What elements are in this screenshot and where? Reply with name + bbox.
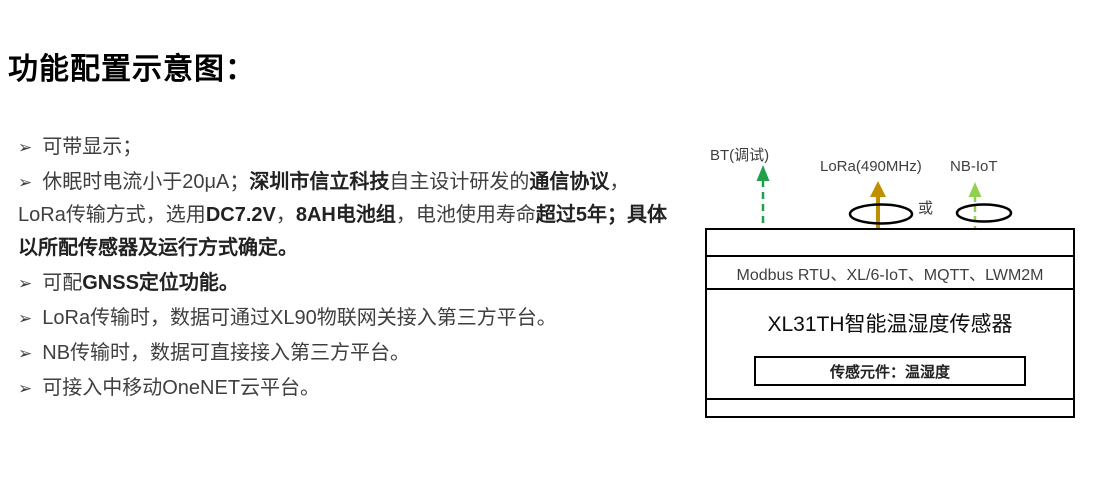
page-title: 功能配置示意图： [8,52,256,87]
bullet-arrow-icon: ➢ [18,309,33,328]
bullet-text: 可接入中移动OneNET云平台。 [42,377,321,399]
or-label: 或 [918,200,934,217]
device-top-strip [707,230,1073,257]
bullet-arrow-icon: ➢ [18,138,33,157]
bullet-arrow-icon: ➢ [18,173,33,192]
list-item: ➢ 可配GNSS定位功能。 [18,267,668,300]
list-item: ➢ NB传输时，数据可直接接入第三方平台。 [18,337,668,370]
nb-iot-label: NB-IoT [950,158,998,175]
bullet-text: LoRa传输时，数据可通过XL90物联网关接入第三方平台。 [42,307,557,329]
bt-debug-label: BT(调试) [710,147,770,164]
list-item: ➢ 可带显示； [18,131,668,164]
bullet-arrow-icon: ➢ [18,379,33,398]
bullet-text: NB传输时，数据可直接接入第三方平台。 [42,342,411,364]
device-diagram-box: Modbus RTU、XL/6-IoT、MQTT、LWM2M XL31TH智能温… [705,228,1075,418]
sensor-element-box: 传感元件：温湿度 [754,356,1026,386]
list-item: ➢ 可接入中移动OneNET云平台。 [18,372,668,405]
bullet-arrow-icon: ➢ [18,344,33,363]
protocols-row: Modbus RTU、XL/6-IoT、MQTT、LWM2M [707,257,1073,290]
feature-list: ➢可带显示； ➢休眠时电流小于20μA；深圳市信立科技自主设计研发的通信协议，L… [18,131,668,407]
lora-antenna-icon [848,203,914,225]
bullet-text: 可带显示； [42,136,143,158]
bullet-arrow-icon: ➢ [18,274,33,293]
list-item: ➢ LoRa传输时，数据可通过XL90物联网关接入第三方平台。 [18,302,668,335]
bullet-text: 休眠时电流小于20μA；深圳市信立科技自主设计研发的通信协议，LoRa传输方式，… [18,171,667,259]
list-item: ➢休眠时电流小于20μA；深圳市信立科技自主设计研发的通信协议，LoRa传输方式… [18,166,668,265]
nb-antenna-icon [955,203,1013,223]
device-main-area: XL31TH智能温湿度传感器 传感元件：温湿度 [707,290,1073,416]
device-title: XL31TH智能温湿度传感器 [767,313,1013,336]
bullet-text: 可配GNSS定位功能。 [42,272,239,294]
lora-frequency-label: LoRa(490MHz) [820,158,922,175]
device-bottom-strip [707,398,1073,416]
